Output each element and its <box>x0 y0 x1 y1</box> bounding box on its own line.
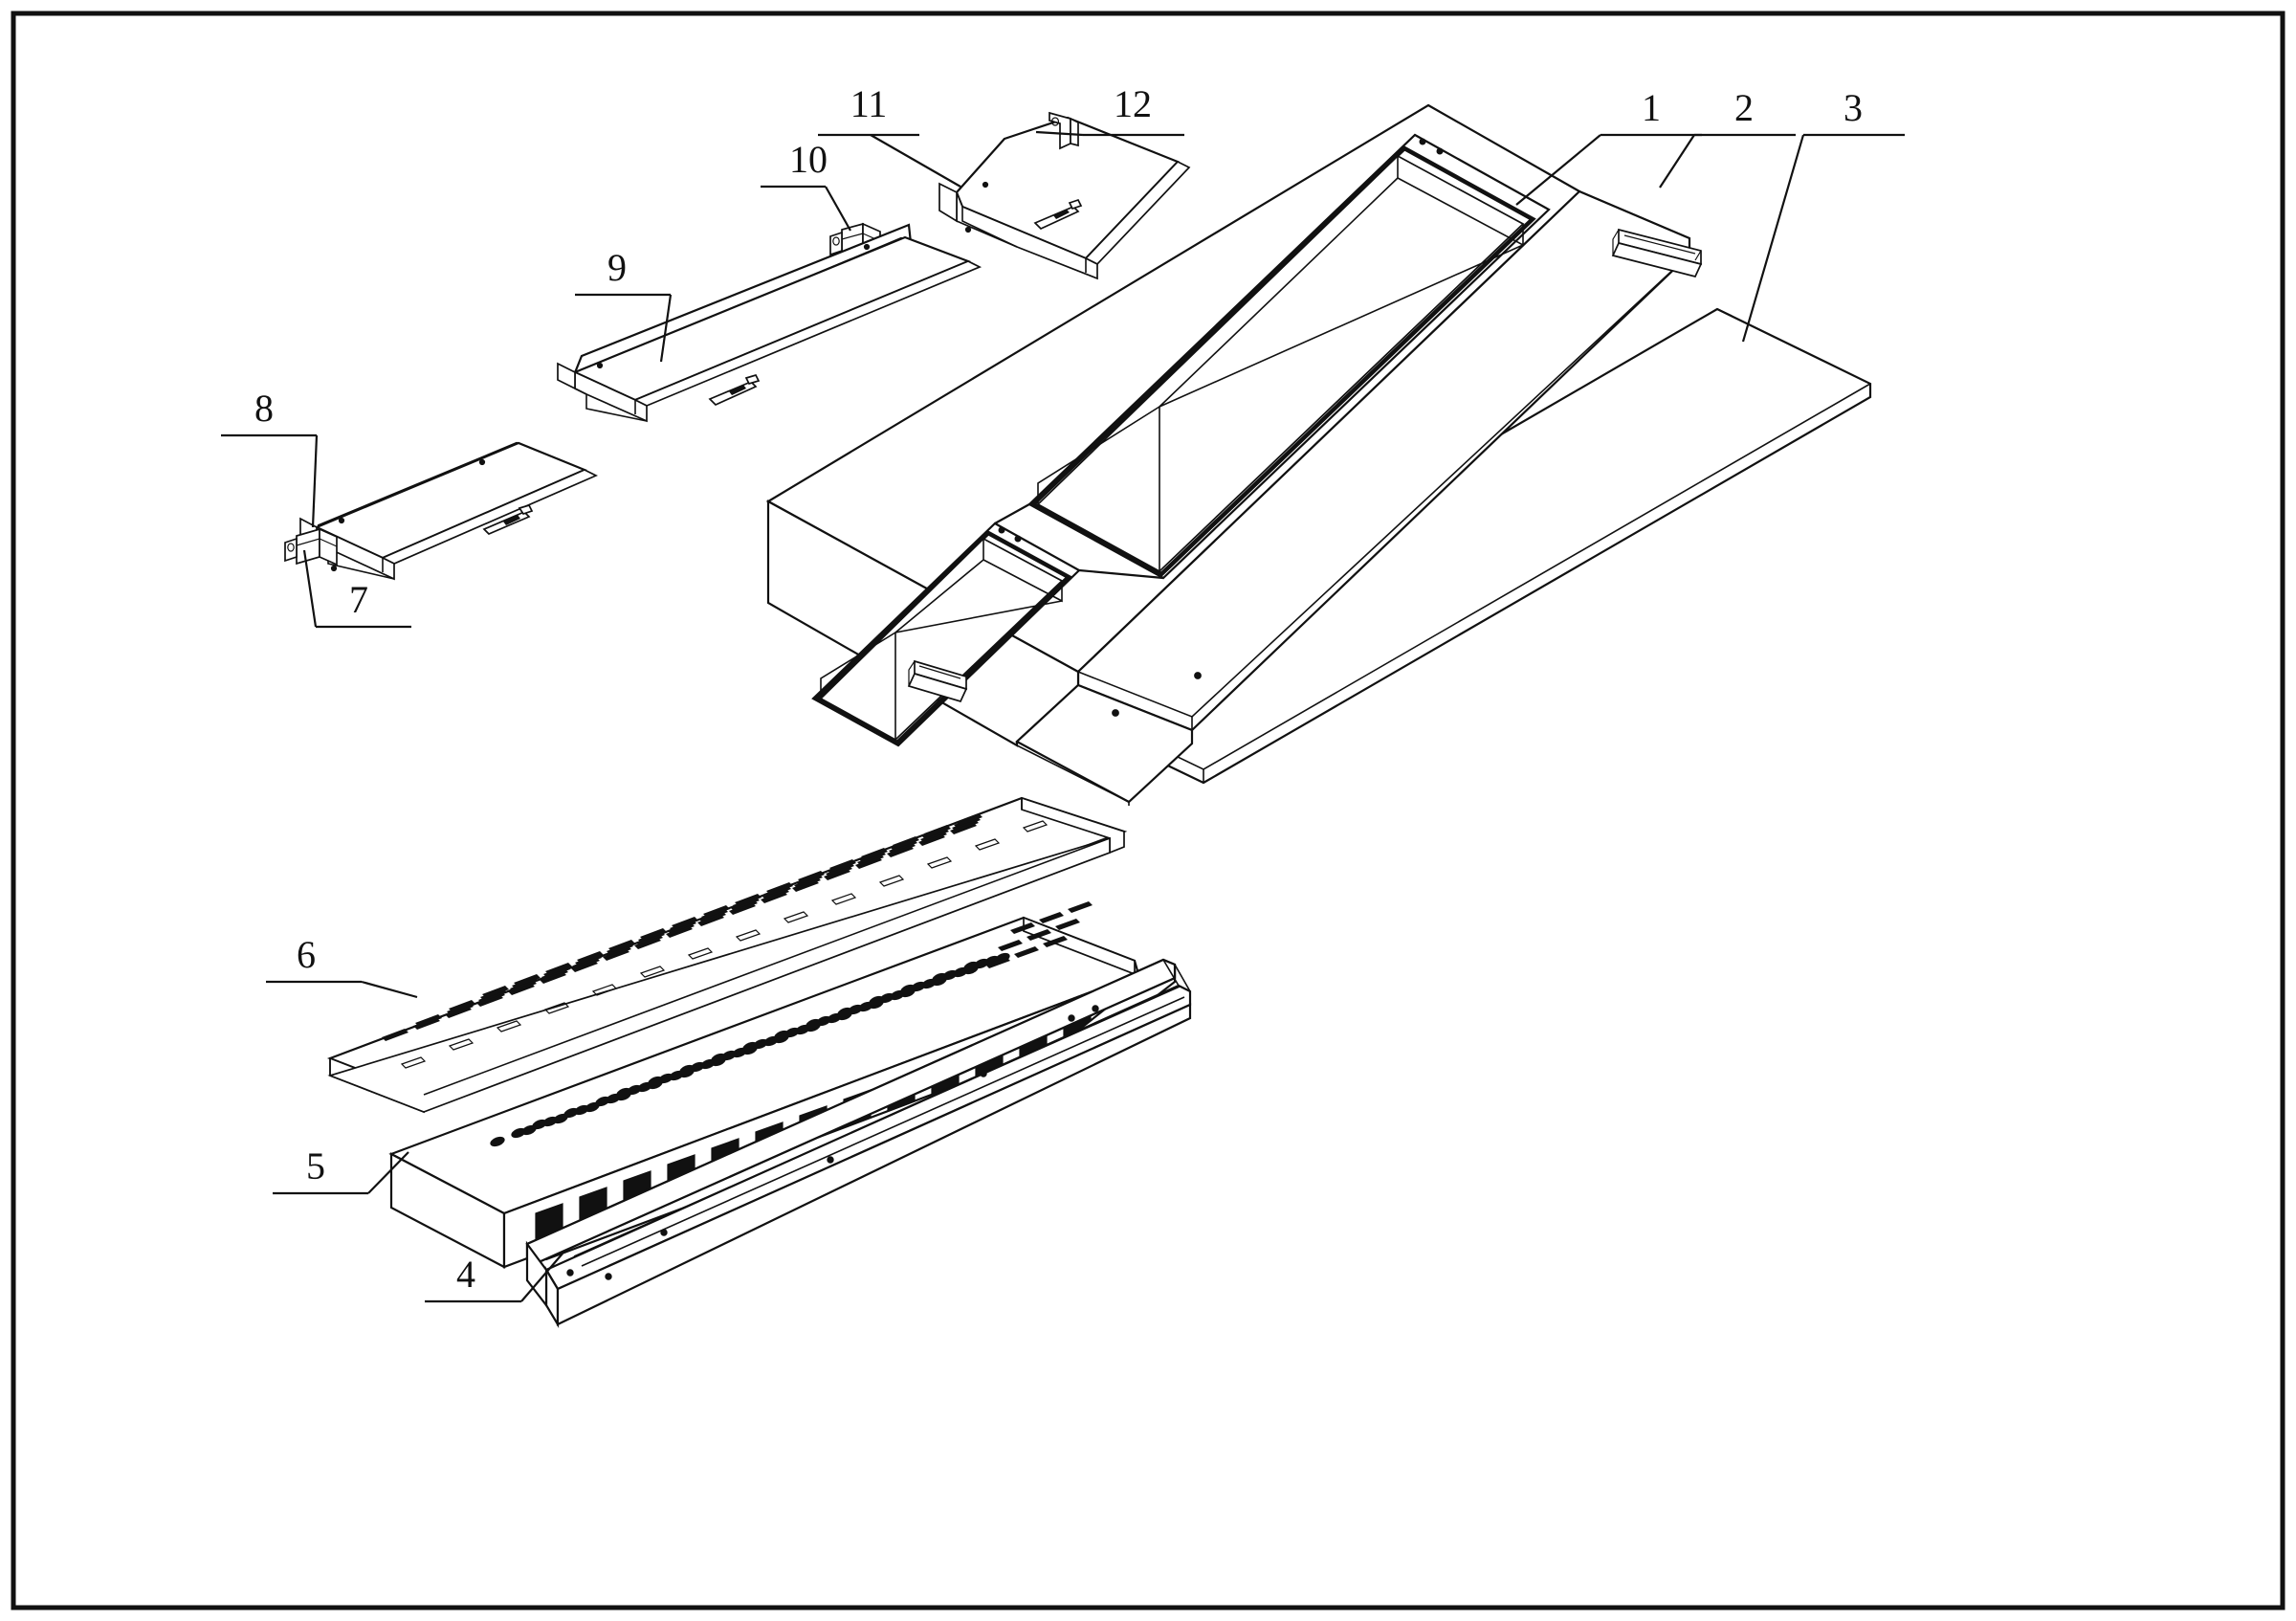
sheet-border <box>11 11 2285 1610</box>
ref-label-6: 6 <box>266 933 418 999</box>
ref-label-4: 4 <box>425 1253 563 1303</box>
ref-label-10: 10 <box>761 138 851 232</box>
rear-louvers-5 <box>985 901 1093 968</box>
ref-label-12: 12 <box>1035 82 1184 137</box>
louver-slots-6 <box>382 813 1049 1069</box>
part-mounting-bracket-upper <box>1611 228 1703 278</box>
part-corner-clip-bracket <box>284 527 338 566</box>
ref-number-2: 2 <box>1734 86 1754 129</box>
frame-well-small <box>811 522 1081 747</box>
ref-number-12: 12 <box>1114 82 1152 125</box>
ref-label-2: 2 <box>1659 86 1796 189</box>
ref-number-11: 11 <box>850 82 888 125</box>
part-mounting-bracket-lower <box>907 659 968 703</box>
part-medium-lid-panel <box>938 116 1191 280</box>
ref-label-7: 7 <box>302 549 411 629</box>
handle-slot-9 <box>708 373 761 407</box>
part-latch-clip <box>1049 111 1079 150</box>
ref-number-1: 1 <box>1642 86 1661 129</box>
part-louvered-grille-strip <box>326 796 1128 1114</box>
ref-label-5: 5 <box>273 1144 409 1195</box>
ref-label-11: 11 <box>818 82 961 188</box>
part-channel-rail <box>525 958 1192 1328</box>
handle-slot-11 <box>1033 198 1083 231</box>
handle-slot-8 <box>482 503 534 536</box>
frame-well-large <box>1027 133 1551 580</box>
ref-number-6: 6 <box>297 933 316 976</box>
ref-label-9: 9 <box>575 246 673 363</box>
ref-label-1: 1 <box>1515 86 1702 206</box>
part-short-lid-panel <box>299 441 599 581</box>
ref-label-3: 3 <box>1741 86 1905 343</box>
ref-label-8: 8 <box>221 387 319 528</box>
ref-number-5: 5 <box>306 1144 325 1188</box>
ref-number-3: 3 <box>1843 86 1863 129</box>
ref-number-8: 8 <box>254 387 274 430</box>
ref-number-10: 10 <box>789 138 828 181</box>
part-main-frame-housing <box>765 103 1691 806</box>
part-long-lid-panel <box>557 223 982 423</box>
perforation-field-5 <box>490 952 1010 1147</box>
ref-number-7: 7 <box>349 578 368 621</box>
ref-number-4: 4 <box>456 1253 475 1296</box>
ref-number-9: 9 <box>607 246 627 289</box>
